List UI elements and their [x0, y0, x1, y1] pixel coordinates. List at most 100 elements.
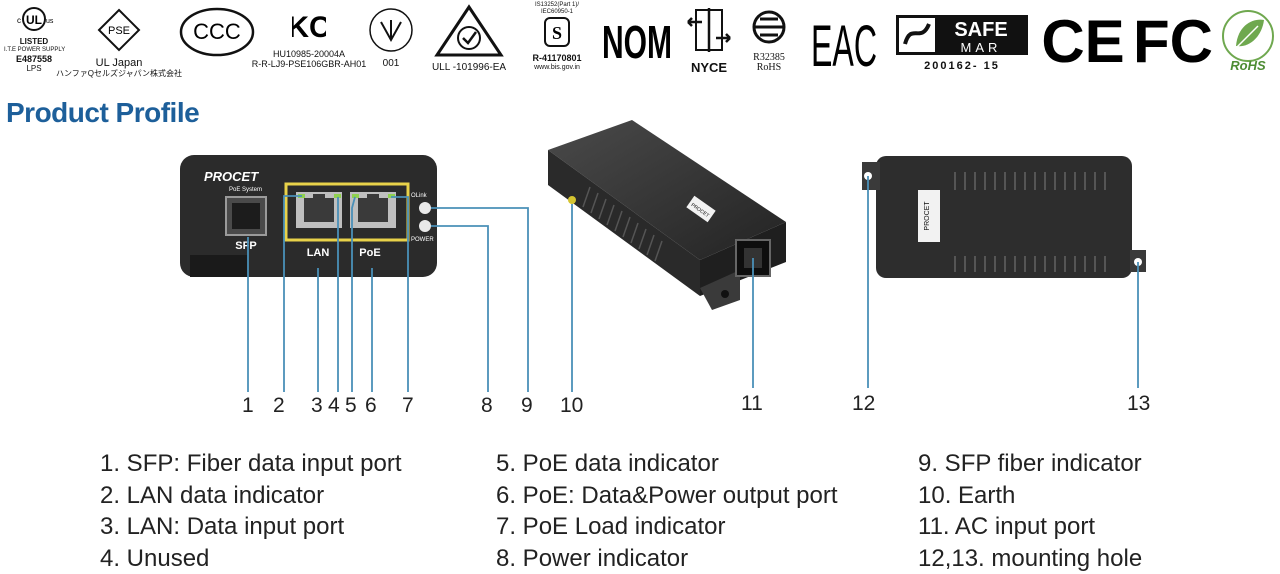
pse-diamond-icon: PSE: [97, 8, 141, 52]
svg-text:c: c: [17, 16, 21, 25]
legend-item-7: 7. PoE Load indicator: [496, 513, 726, 540]
earth-screw: [568, 196, 576, 204]
angled-label: [686, 195, 716, 223]
svg-text:CCC: CCC: [193, 19, 241, 44]
lan-label: LAN: [307, 247, 330, 259]
bis-logo: IS13252(Part 1)/ IEC60950-1 S R-41170801…: [532, 2, 582, 71]
pse-logo: PSE UL Japan ハンファQセルズジャパン株式会社: [56, 8, 182, 79]
svg-text:RoHS: RoHS: [1230, 58, 1266, 73]
callout-number-12: 12: [852, 392, 876, 415]
callout-number-10: 10: [560, 394, 584, 417]
callout-line-2: [283, 195, 302, 392]
svg-text:S: S: [552, 23, 562, 43]
front-foot: [190, 255, 248, 277]
rcm-logo: ULL -101996-EA: [416, 4, 522, 73]
legend-item-12-13: 12,13. mounting hole: [918, 544, 1143, 572]
svg-text:us: us: [46, 18, 54, 25]
callout-number-5: 5: [345, 394, 357, 417]
legend-column-2: 5. PoE data indicator 6. PoE: Data&Power…: [496, 448, 838, 574]
fc-logo: FC: [1128, 6, 1218, 75]
device-front-view: PROCET PoE System SFP LAN PoE OLink POWE…: [180, 155, 437, 277]
callout-line-5: [351, 196, 356, 392]
ccc-mark-icon: CCC: [179, 7, 255, 57]
legend-item-5: 5. PoE data indicator: [496, 450, 719, 477]
ul-listed-logo: UL c us LISTED I.T.E POWER SUPPLY E48755…: [4, 6, 65, 74]
rohs-leaf-icon: RoHS: [1222, 10, 1274, 73]
bis-mark-icon: S: [544, 17, 570, 47]
eac-mark-icon: EAC: [811, 14, 877, 79]
callout-number-9: 9: [521, 394, 533, 417]
callout-number-1: 1: [242, 394, 254, 417]
nyce-mark-icon: [687, 8, 731, 52]
svg-text:MAR: MAR: [961, 40, 1002, 55]
rohs-logo: RoHS: [1220, 6, 1276, 79]
eac-logo: EAC: [808, 6, 880, 79]
nyce-logo: NYCE: [678, 4, 740, 75]
side-label: [918, 190, 940, 242]
front-brand-sub: PoE System: [229, 187, 262, 193]
fc-mark-icon: FC: [1133, 8, 1213, 75]
olink-label: OLink: [411, 193, 428, 199]
svg-text:EAC: EAC: [811, 14, 877, 74]
power-led: [419, 220, 431, 232]
ukraine-trident-icon: [369, 8, 413, 52]
power-label: POWER: [411, 237, 434, 243]
callout-line-9: [431, 207, 529, 392]
side-brand: PROCET: [924, 201, 931, 231]
svg-text:SAFE: SAFE: [954, 19, 1007, 41]
ccc-logo: CCC: [178, 6, 256, 63]
callout-number-2: 2: [273, 394, 285, 417]
ul-listed-text: LISTED: [19, 37, 49, 46]
angled-mount-tab: [700, 270, 740, 310]
poe-label: PoE: [359, 247, 380, 259]
legend-column-1: 1. SFP: Fiber data input port 2. LAN dat…: [100, 448, 402, 574]
sfp-fiber-led: [419, 202, 431, 214]
certification-bar: UL c us LISTED I.T.E POWER SUPPLY E48755…: [0, 0, 1280, 84]
page-title: Product Profile: [6, 97, 200, 128]
callout-number-6: 6: [365, 394, 377, 417]
legend-item-2: 2. LAN data indicator: [100, 481, 325, 509]
safe-mar-logo: SAFE MAR 200162- 15: [894, 14, 1030, 72]
safe-mar-mark-icon: SAFE MAR: [896, 15, 1028, 55]
callout-line-8: [431, 225, 489, 392]
callout-number-3: 3: [311, 394, 323, 417]
ce-logo: CE: [1040, 6, 1126, 75]
svg-text:NOM: NOM: [602, 16, 672, 66]
callout-lines: [247, 176, 1139, 392]
legend-item-4: 4. Unused: [100, 544, 210, 572]
svg-text:FC: FC: [1133, 8, 1213, 70]
legend-item-8: 8. Power indicator: [496, 544, 689, 572]
kc-mark-icon: KC: [287, 11, 330, 44]
nom-logo: NOM: [600, 8, 674, 71]
callout-number-4: 4: [328, 394, 340, 417]
device-side-view: PROCET: [862, 156, 1146, 278]
legend-column-3: 9. SFP fiber indicator 10. Earth 11. AC …: [918, 448, 1142, 574]
bsmi-mark-icon: [752, 10, 786, 44]
svg-text:CE: CE: [1041, 8, 1124, 70]
svg-text:UL: UL: [26, 13, 42, 27]
legend-item-6: 6. PoE: Data&Power output port: [496, 481, 838, 509]
device-angled-view: PROCET: [548, 120, 786, 310]
unused-led: [334, 194, 341, 198]
ukraine-conformity-logo: 001: [366, 6, 416, 69]
ul-mark-icon: UL c us: [17, 7, 54, 31]
callout-number-7: 7: [402, 394, 414, 417]
rcm-triangle-icon: [434, 4, 504, 57]
nom-mark-icon: NOM: [602, 16, 672, 68]
svg-text:KC: KC: [292, 11, 326, 44]
callout-number-13: 13: [1127, 392, 1151, 415]
legend-item-9: 9. SFP fiber indicator: [918, 450, 1142, 477]
poe-data-led: [352, 194, 359, 198]
bsmi-logo: R32385 RoHS: [738, 6, 800, 73]
poe-load-led: [388, 194, 395, 198]
callout-line-7: [391, 196, 409, 392]
callout-number-8: 8: [481, 394, 493, 417]
legend-item-10: 10. Earth: [918, 481, 1016, 509]
callout-number-11: 11: [741, 392, 763, 415]
sfp-label: SFP: [235, 240, 256, 252]
svg-text:PSE: PSE: [108, 25, 130, 37]
kc-logo: KC HU10985-20004A R-R-LJ9-PSE106GBR-AH01: [244, 4, 374, 69]
sfp-port-slot: [232, 203, 260, 229]
legend-item-11: 11. AC input port: [918, 513, 1095, 540]
